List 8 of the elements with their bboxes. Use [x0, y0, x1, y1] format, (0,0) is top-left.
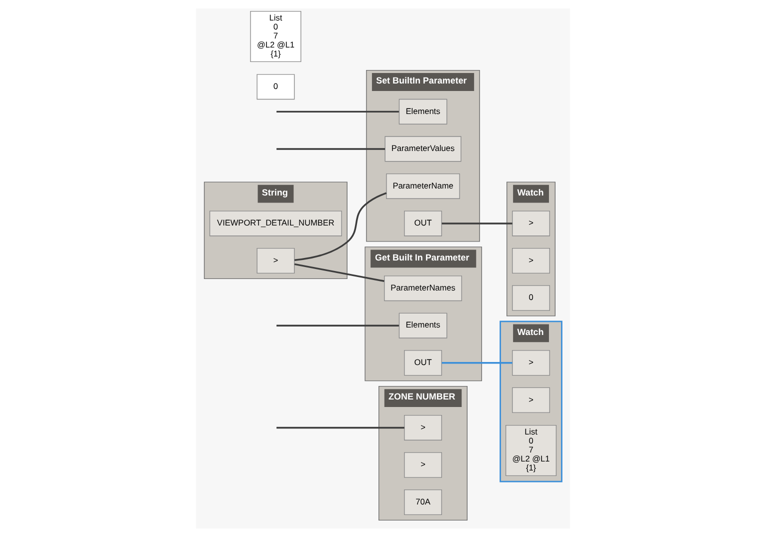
connector	[276, 324, 398, 326]
connector	[441, 362, 512, 364]
connector	[276, 110, 398, 113]
connector	[441, 222, 512, 224]
connector	[294, 192, 386, 261]
connector	[294, 263, 384, 282]
connector	[276, 426, 404, 429]
connector	[276, 148, 384, 150]
